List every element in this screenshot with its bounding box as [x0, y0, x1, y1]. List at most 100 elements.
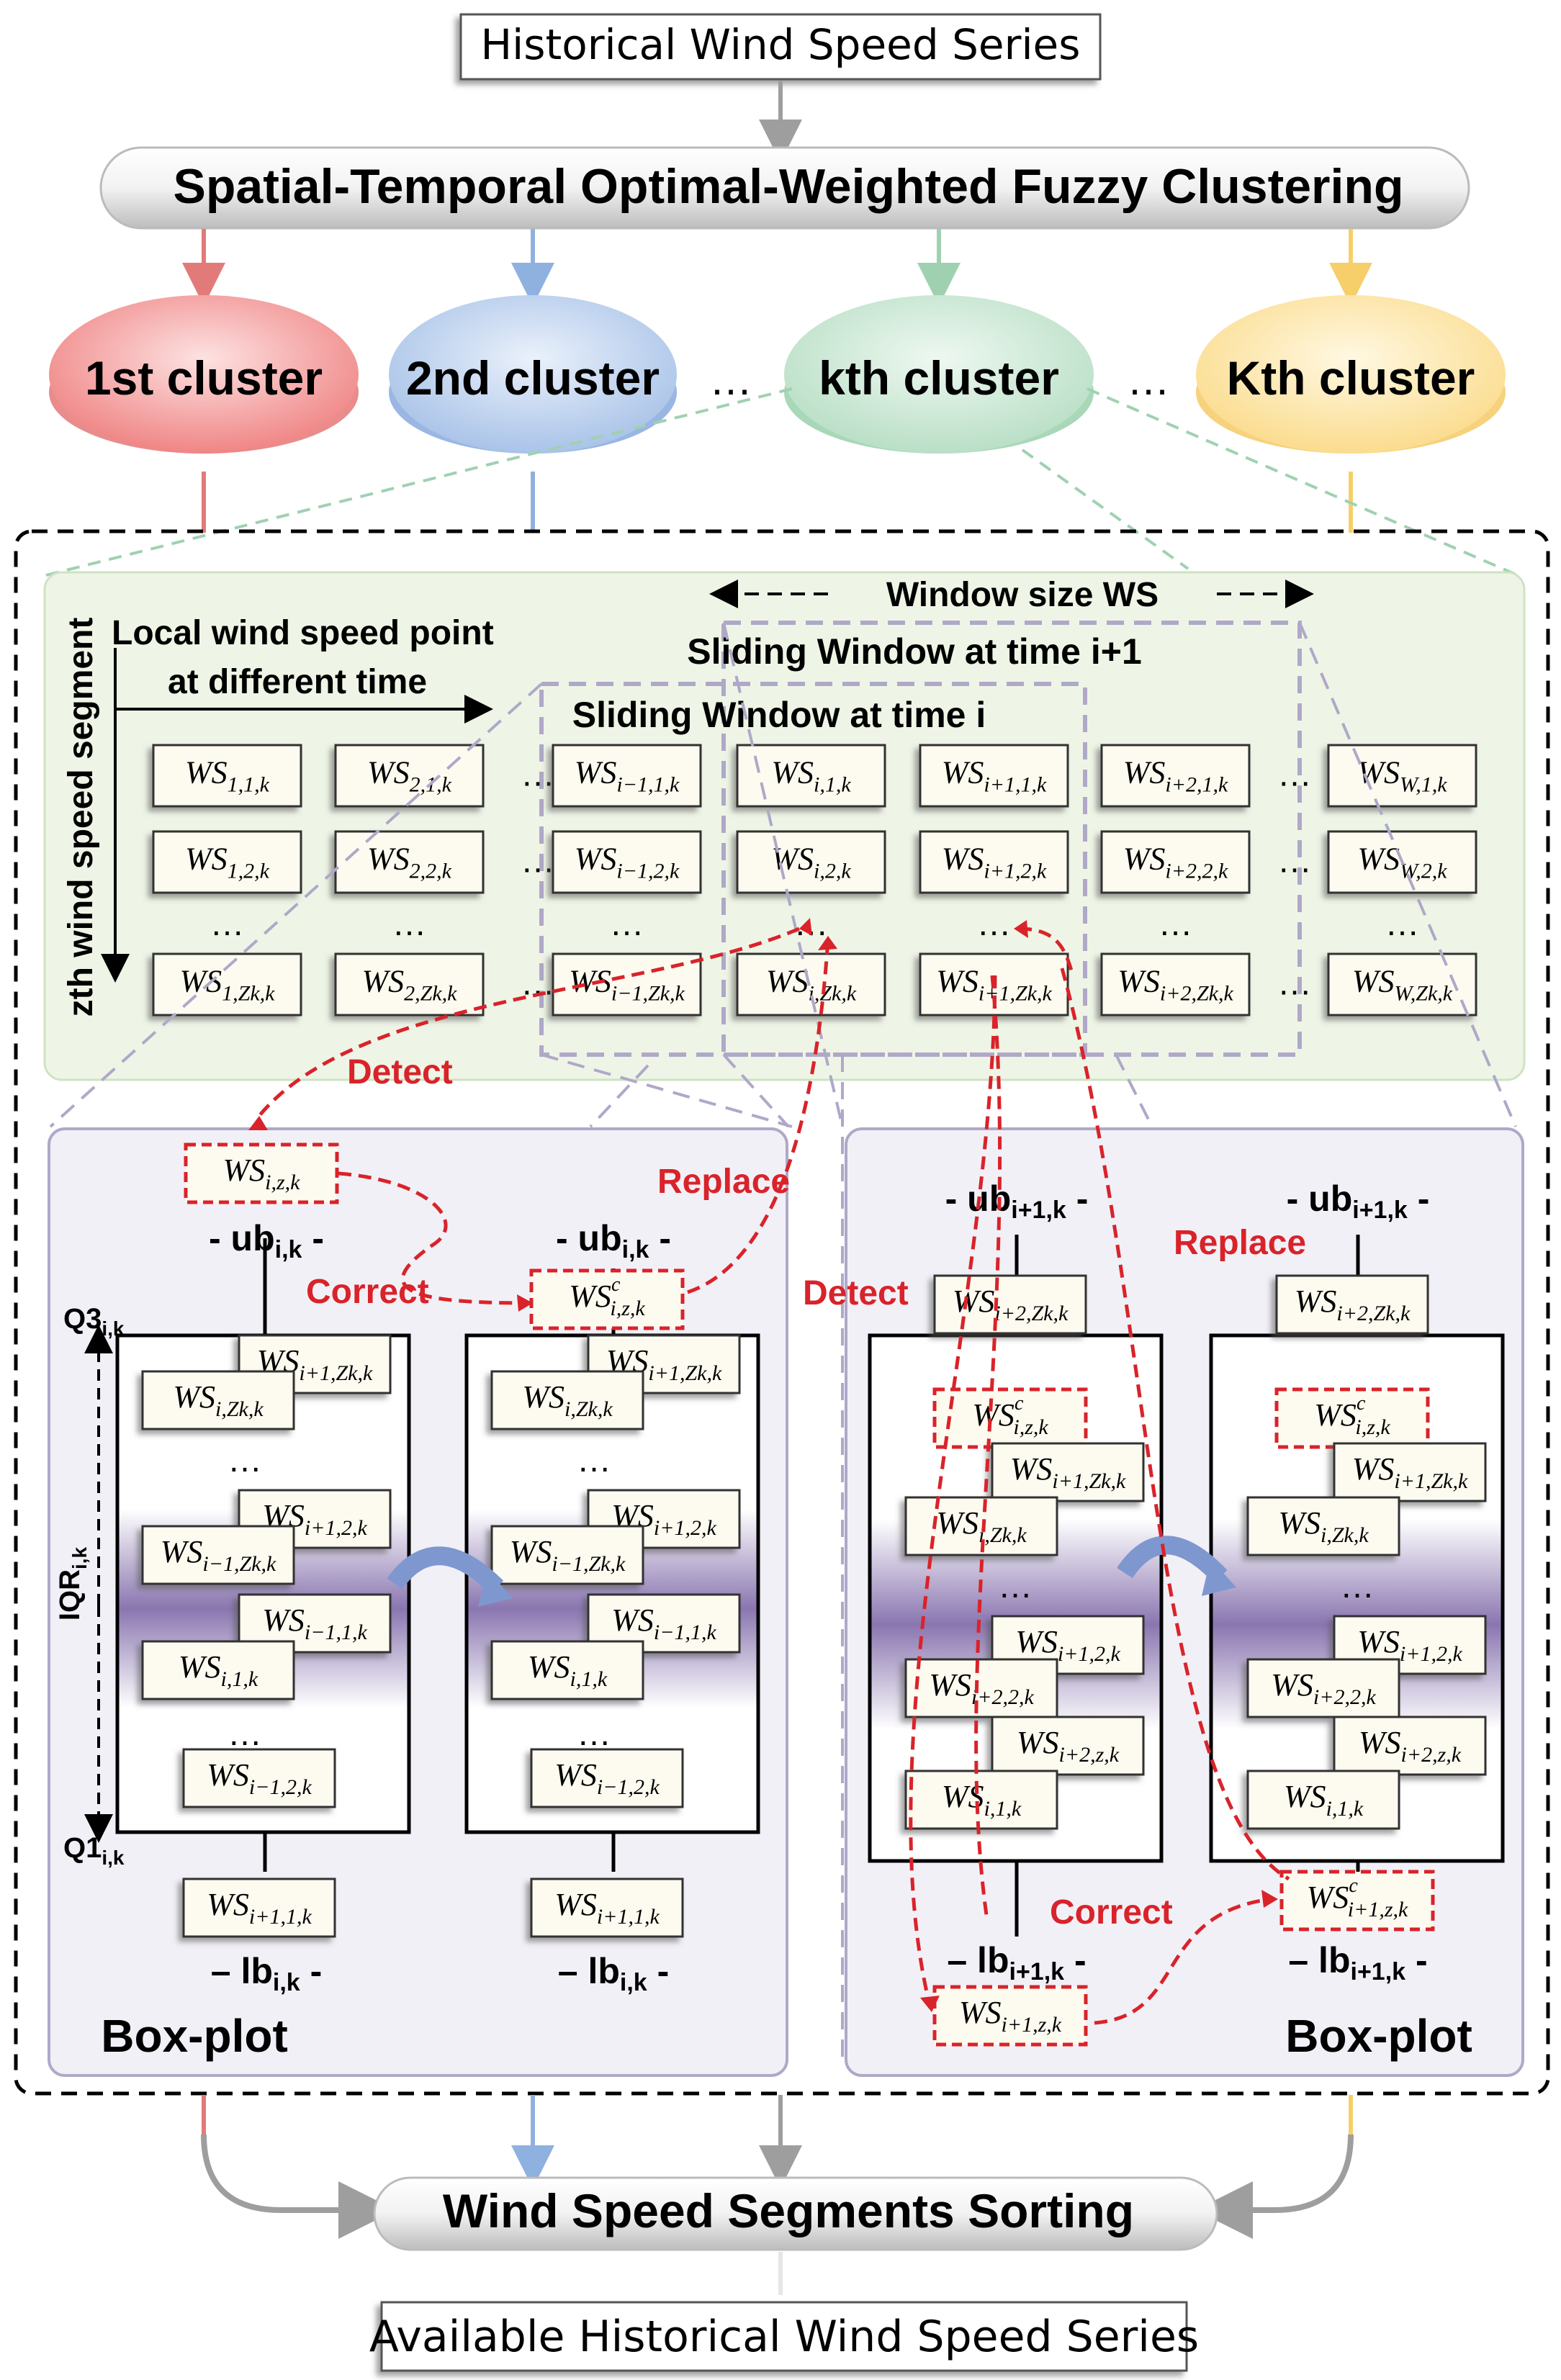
ellipsis: … — [1340, 1567, 1375, 1605]
grid-ellipsis: … — [521, 756, 555, 794]
output-series-label: Available Historical Wind Speed Series — [369, 2312, 1199, 2362]
window-size-label: Window size WS — [886, 576, 1159, 614]
ws-cell-label: WSi+1,Zk,k — [936, 964, 1052, 1006]
grid-ellipsis: … — [1277, 842, 1312, 880]
box-cell-left-after: WSi+1,1,k — [530, 1878, 684, 1938]
detect-label-1: Detect — [347, 1053, 453, 1091]
ellipsis: … — [228, 1715, 262, 1753]
ellipsis-1: … — [709, 356, 752, 404]
ws-cell-label: WSi−1,2,k — [554, 1757, 660, 1799]
correct-label-2: Correct — [1050, 1893, 1173, 1932]
box-cell-right: WSi+2,z,k — [991, 1716, 1145, 1776]
ws-cell-label: WSi+2,Zk,k — [953, 1284, 1069, 1325]
ellipsis: … — [521, 965, 555, 1003]
grid-ellipsis: … — [1277, 965, 1312, 1003]
ws-cell: WSi−1,Zk,k — [552, 952, 702, 1017]
grid-ellipsis: … — [977, 905, 1012, 943]
ws-cell-label: WSi,Zk,k — [173, 1379, 264, 1421]
cluster-K: Kth cluster — [1196, 295, 1506, 454]
ws-cell-label: WSi+1,Zk,k — [1352, 1451, 1468, 1493]
lb-left-2: – lbi,k - — [558, 1951, 670, 1996]
detect-label-2: Detect — [803, 1274, 909, 1312]
ws-cell-label: WS2,1,k — [367, 755, 452, 797]
box-cell-right-after: WSi+1,2,k — [1333, 1615, 1487, 1675]
box-cell-left-after: WSi,1,k — [490, 1640, 644, 1700]
ws-cell-label: WSi−1,1,k — [575, 755, 680, 797]
ws-cell: WS1,2,k — [152, 830, 302, 894]
ws-cell-label: WSi+1,z,k — [959, 1995, 1062, 2037]
box-cell-left: WSi,1,k — [141, 1640, 295, 1700]
ws-cell: WSi,1,k — [736, 744, 886, 808]
sorting-bar — [373, 2176, 1218, 2251]
ws-cell-label: WSi+2,z,k — [1017, 1725, 1120, 1767]
ellipsis: … — [577, 1715, 611, 1753]
ws-cell-label: WSi−1,Zk,k — [161, 1534, 276, 1576]
cluster-K-label: Kth cluster — [1227, 351, 1475, 405]
ub-right-2: - ubi+1,k - — [1287, 1178, 1430, 1224]
ws-cell-label: WSW,1,k — [1357, 755, 1447, 797]
sorting-label: Wind Speed Segments Sorting — [443, 2184, 1134, 2237]
ws-cell-label: WSi−1,2,k — [207, 1757, 312, 1799]
box-cell-left-after: … — [577, 1715, 611, 1753]
box-cell-left: WSi+1,1,k — [182, 1878, 336, 1938]
clustering-bar — [99, 146, 1470, 230]
ws-cell: WSW,Zk,k — [1327, 952, 1477, 1017]
ws-cell-label: WSi,1,k — [528, 1649, 608, 1691]
replace-label-2: Replace — [1174, 1224, 1306, 1262]
cluster-1: 1st cluster — [49, 295, 359, 454]
grid-ellipsis: … — [1277, 756, 1312, 794]
box-cell-left-after: … — [577, 1441, 611, 1479]
ws-cell-label: WSi+1,1,k — [554, 1887, 660, 1929]
ws-cell-label: WSi+2,2,k — [1123, 842, 1228, 883]
ws-cell-label: WSi,z,k — [223, 1153, 301, 1194]
grid-ellipsis: … — [210, 905, 245, 943]
transition-arrow-left — [387, 1546, 504, 1595]
ellipsis: … — [610, 905, 644, 943]
cluster-k-label: kth cluster — [819, 351, 1059, 405]
ws-cell: WS1,1,k — [152, 744, 302, 808]
box-cell-right: WSi+2,2,k — [904, 1658, 1058, 1718]
cluster-1-label: 1st cluster — [85, 351, 323, 405]
ws-cell: WSi,2,k — [736, 830, 886, 894]
ws-cell-label: WSi+2,z,k — [1359, 1725, 1462, 1767]
ellipsis: … — [577, 1441, 611, 1479]
ws-cell: WSi+2,2,k — [1100, 830, 1251, 894]
ws-cell-label: WSi−1,1,k — [611, 1603, 716, 1644]
iqr-label: IQRi,k — [54, 1546, 91, 1621]
ws-cell-label: WS1,2,k — [185, 842, 270, 883]
ws-cell: WSi+1,1,k — [919, 744, 1069, 808]
box-cell-right-after: WSi,1,k — [1246, 1770, 1400, 1830]
ws-grid: WS1,1,k WS2,1,k … WSi−1,1,k WSi,1,k WSi+1,1,k… — [152, 744, 1477, 1017]
ellipsis: … — [210, 905, 245, 943]
grid-ellipsis: … — [1159, 905, 1193, 943]
ws-cell-label: WSi+1,2,k — [942, 842, 1047, 883]
ws-cell: WSi+1,Zk,k — [919, 952, 1069, 1017]
q1-label: Q1i,k — [63, 1832, 125, 1869]
ws-cell-label: WSi+2,Zk,k — [1295, 1284, 1411, 1325]
ws-cell: WS2,1,k — [334, 744, 485, 808]
lb-left-1: – lbi,k - — [211, 1951, 323, 1996]
sliding-window-i1-label: Sliding Window at time i+1 — [687, 631, 1142, 672]
ws-cell-label: WSi+1,2,k — [1357, 1624, 1462, 1666]
ws-cell: WSi+2,Zk,k — [1100, 952, 1251, 1017]
cluster-2-label: 2nd cluster — [406, 351, 660, 405]
grid-ellipsis: … — [610, 905, 644, 943]
grid-ellipsis: … — [794, 905, 829, 943]
ws-cell-label: WSi,2,k — [771, 842, 851, 883]
box-cell-right: WSi+1,Zk,k — [991, 1442, 1145, 1502]
ws-cell-label: WS2,Zk,k — [362, 964, 458, 1006]
ws-cell-label: WSW,Zk,k — [1352, 964, 1453, 1006]
ws-cell: WSW,1,k — [1327, 744, 1477, 808]
ws-cell-label: WSi−1,2,k — [575, 842, 680, 883]
ellipsis-2: … — [1127, 356, 1170, 404]
ws-cell-label: WS1,1,k — [185, 755, 270, 797]
grid-ellipsis: … — [392, 905, 427, 943]
